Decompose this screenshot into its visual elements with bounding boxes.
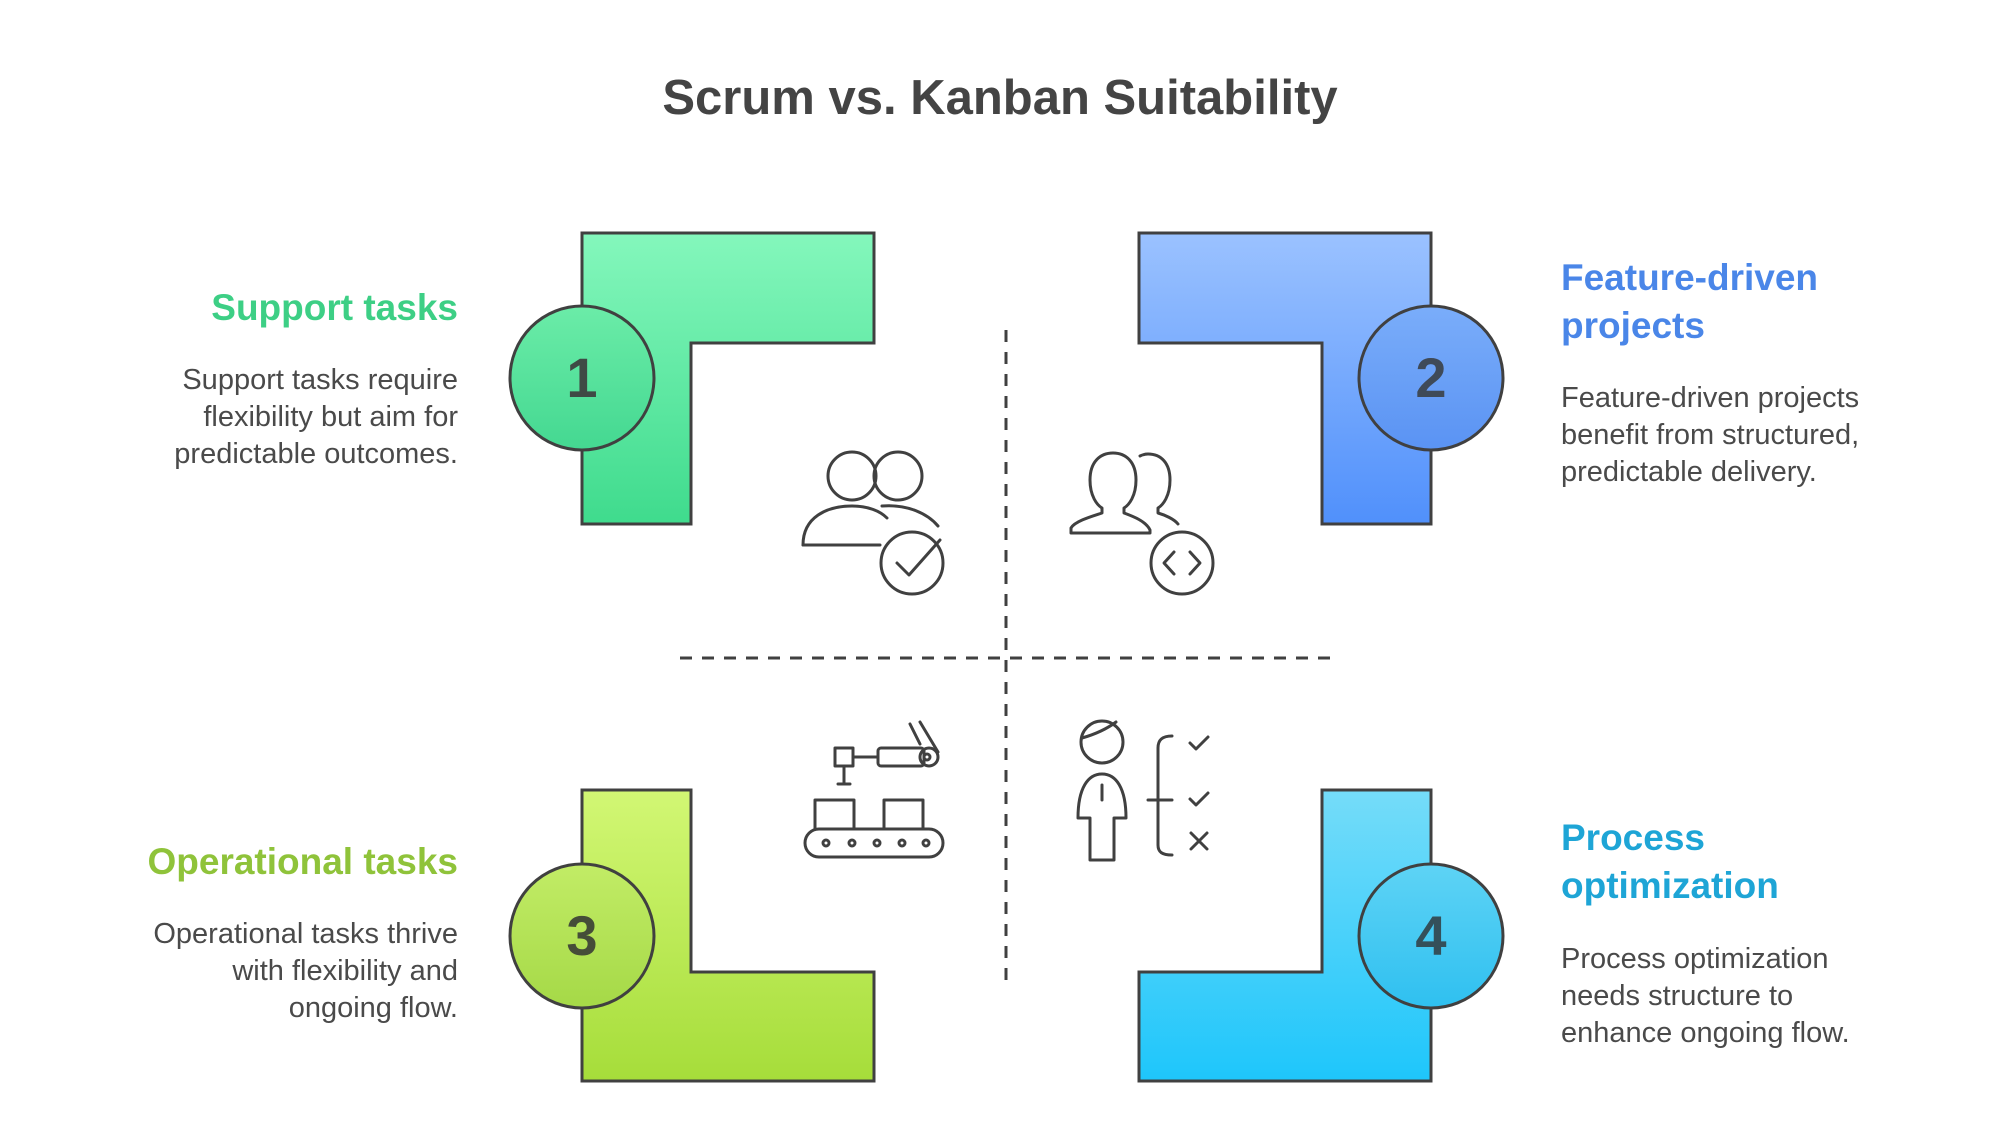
quadrant-2-description: Feature-driven projects benefit from str… bbox=[1561, 380, 1859, 491]
quadrant-2-description-line-2: benefit from structured, bbox=[1561, 419, 1860, 451]
quadrant-4-heading-line-1: Process bbox=[1561, 817, 1705, 858]
person-checklist-icon bbox=[1076, 719, 1210, 862]
quadrant-4-heading: Process optimization bbox=[1561, 814, 1779, 910]
quadrant-1-description-line-2: flexibility but aim for bbox=[203, 401, 458, 433]
quadrant-3-description: Operational tasks thrive with flexibilit… bbox=[153, 916, 458, 1027]
quadrant-2-heading-line-2: projects bbox=[1561, 305, 1705, 346]
quadrant-2-heading-line-1: Feature-driven bbox=[1561, 257, 1819, 298]
quadrant-4-description: Process optimization needs structure to … bbox=[1561, 941, 1850, 1052]
quadrant-4-description-line-2: needs structure to bbox=[1561, 980, 1794, 1012]
quadrant-3-number: 3 bbox=[566, 904, 597, 967]
quadrant-3-shape bbox=[580, 788, 876, 1083]
quadrant-1-shape bbox=[580, 231, 876, 526]
quadrant-1-heading-line-1: Support tasks bbox=[211, 287, 458, 328]
quadrant-1-heading: Support tasks bbox=[211, 284, 458, 332]
quadrant-1-number: 1 bbox=[566, 346, 597, 409]
quadrant-1-description: Support tasks require flexibility but ai… bbox=[174, 362, 458, 473]
page-title: Scrum vs. Kanban Suitability bbox=[662, 71, 1338, 125]
quadrant-4-description-line-1: Process optimization bbox=[1561, 943, 1829, 975]
quadrant-1-description-line-1: Support tasks require bbox=[182, 364, 458, 396]
team-code-icon bbox=[1069, 451, 1215, 596]
quadrant-3-description-line-2: with flexibility and bbox=[232, 955, 458, 987]
quadrant-3-badge: 3 bbox=[508, 862, 656, 1010]
quadrant-2-heading: Feature-driven projects bbox=[1561, 254, 1818, 350]
quadrant-4-heading-line-2: optimization bbox=[1561, 865, 1779, 906]
quadrant-3-description-line-3: ongoing flow. bbox=[288, 992, 458, 1024]
quadrant-2-description-line-3: predictable delivery. bbox=[1561, 456, 1817, 488]
quadrant-4-badge: 4 bbox=[1357, 862, 1505, 1010]
quadrant-2-shape bbox=[1137, 231, 1433, 526]
quadrant-4-number: 4 bbox=[1415, 904, 1446, 967]
quadrant-2-badge: 2 bbox=[1357, 304, 1505, 452]
quadrant-1-badge: 1 bbox=[508, 304, 656, 452]
team-check-icon bbox=[801, 450, 945, 596]
quadrant-3-heading: Operational tasks bbox=[147, 838, 458, 886]
robot-conveyor-icon bbox=[803, 720, 945, 859]
quadrant-4-description-line-3: enhance ongoing flow. bbox=[1561, 1017, 1850, 1049]
quadrant-1-description-line-3: predictable outcomes. bbox=[174, 438, 458, 470]
quadrant-2-description-line-1: Feature-driven projects bbox=[1561, 382, 1860, 414]
quadrant-2-number: 2 bbox=[1415, 346, 1446, 409]
quadrant-3-heading-line-1: Operational tasks bbox=[147, 841, 458, 882]
quadrant-4-shape bbox=[1137, 788, 1433, 1083]
quadrant-3-description-line-1: Operational tasks thrive bbox=[153, 918, 458, 950]
